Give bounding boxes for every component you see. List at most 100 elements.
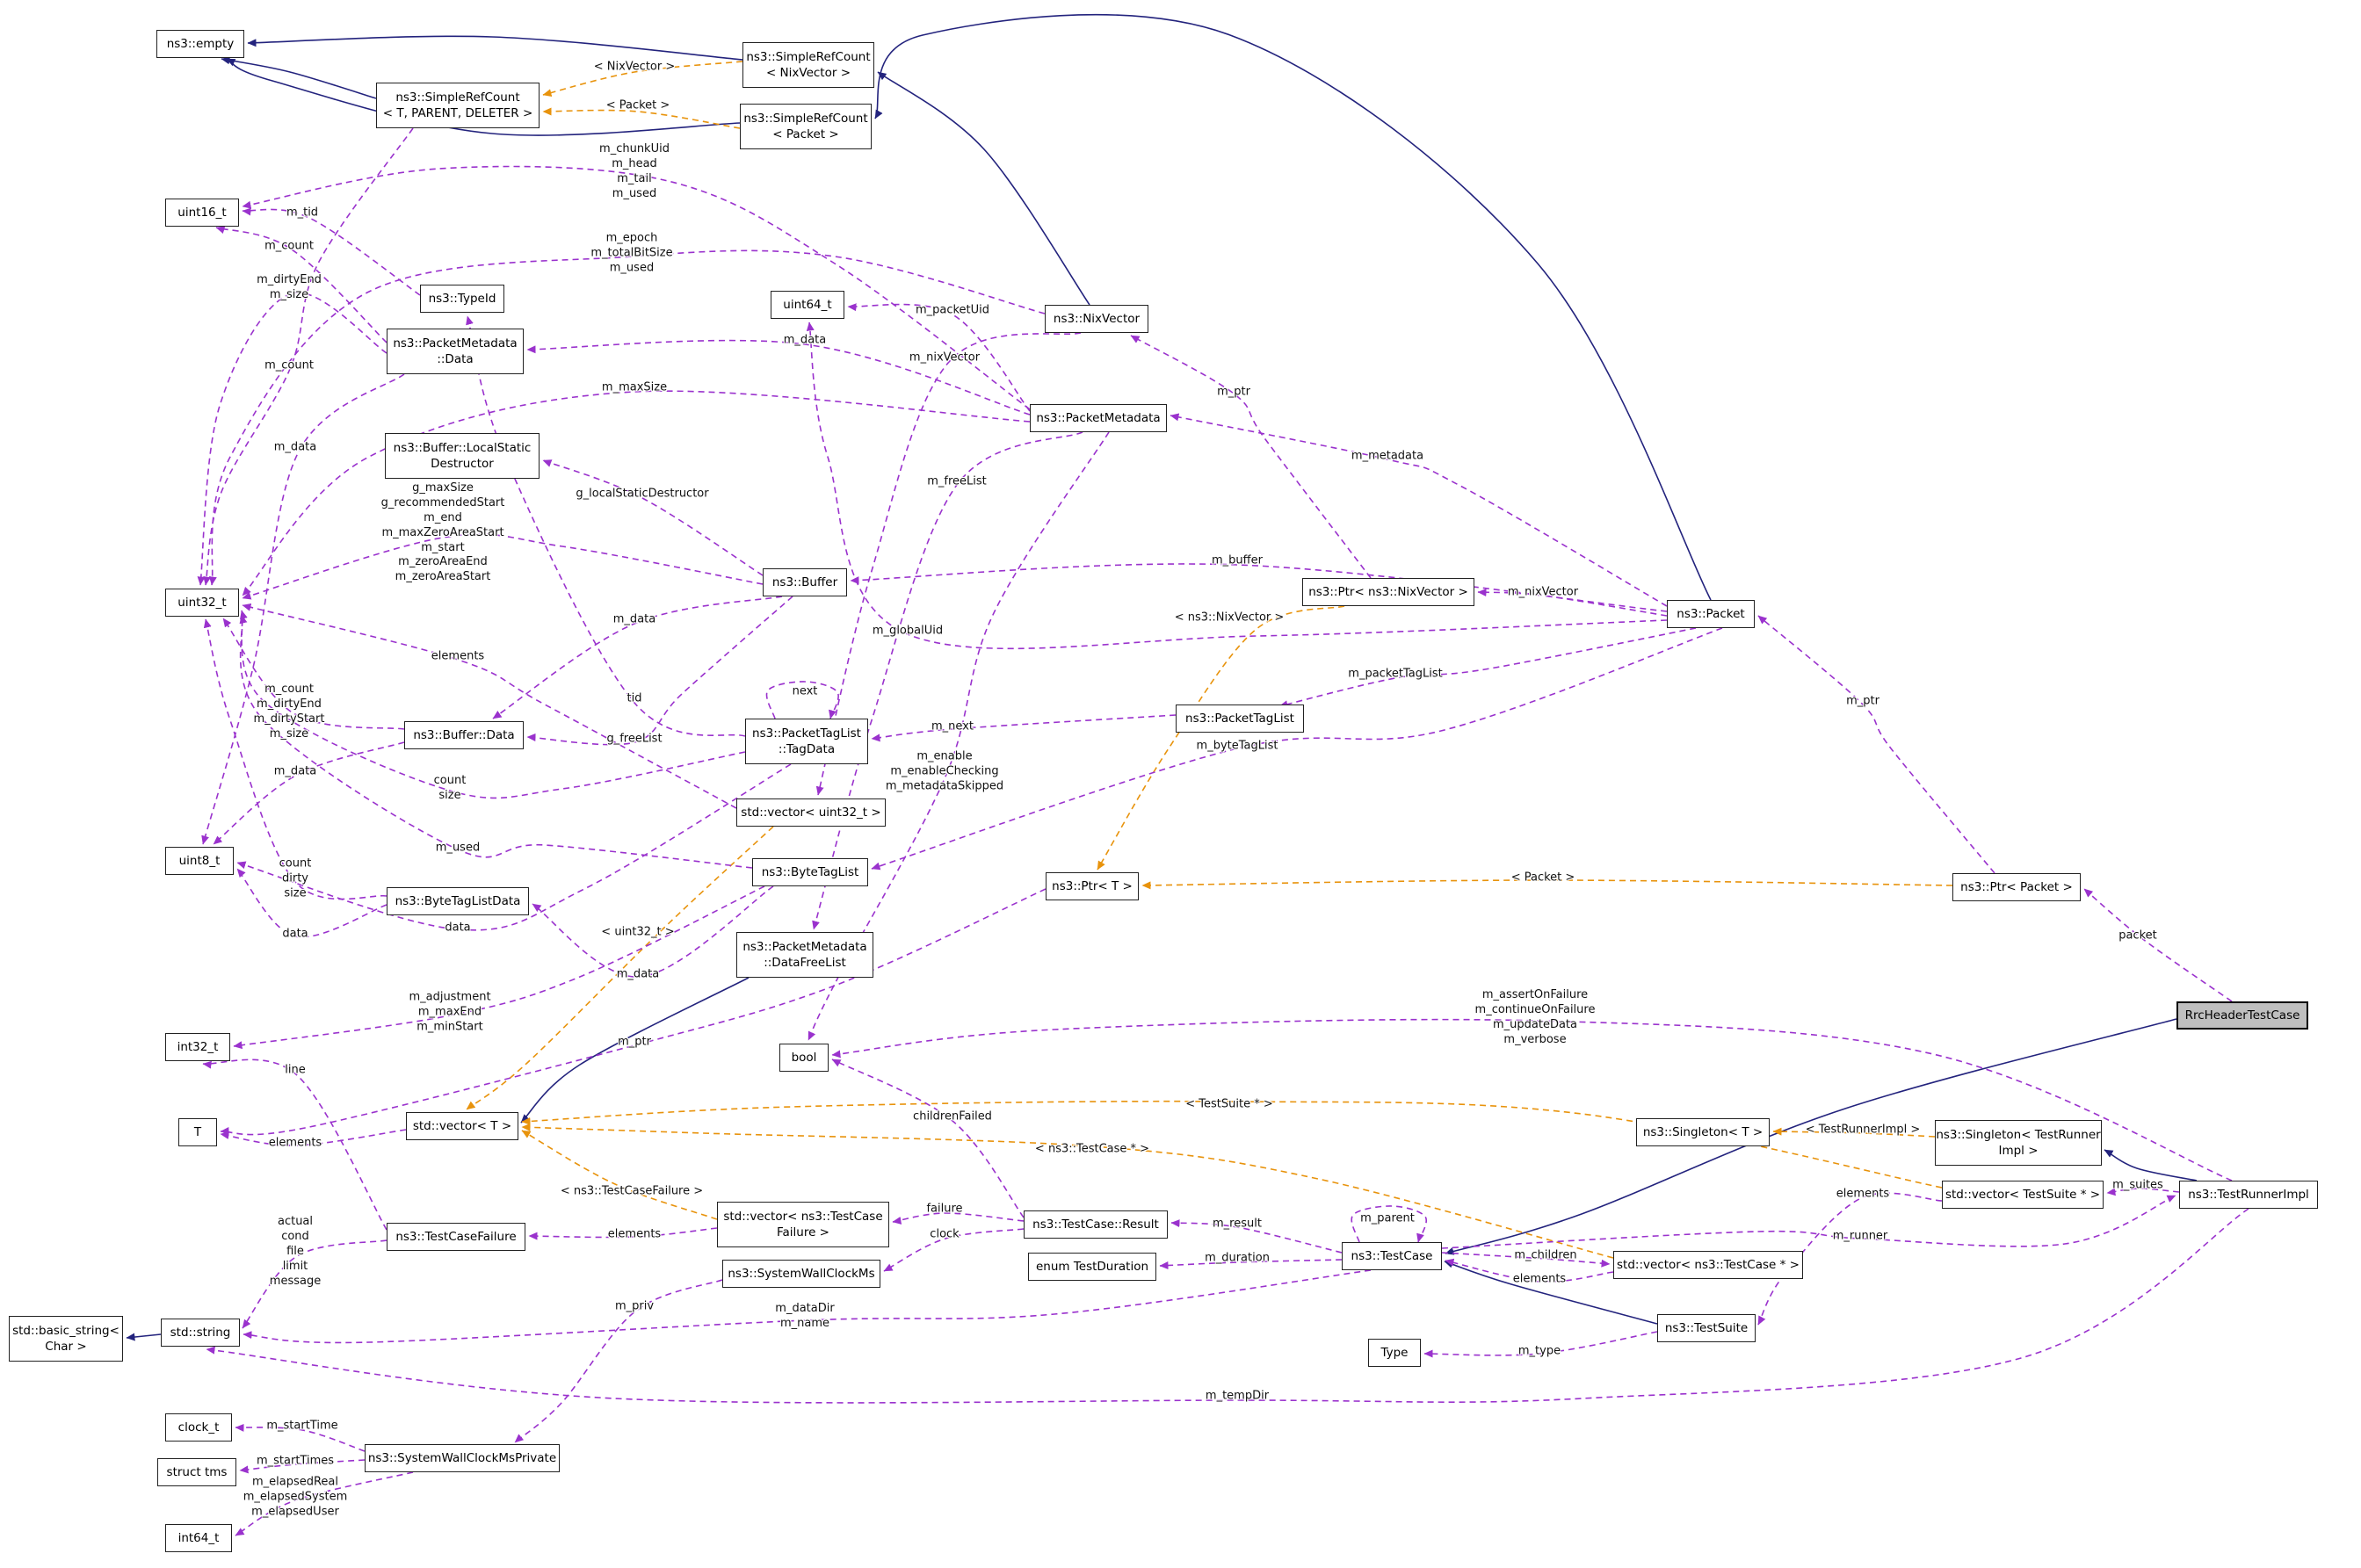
use-edge-ptl-to-tagdata [871,714,1177,742]
class-node-dur[interactable]: enum TestDuration [1028,1253,1156,1281]
class-node-lsd[interactable]: ns3::Buffer::LocalStatic Destructor [385,433,540,479]
class-node-str[interactable]: std::string [161,1319,240,1347]
class-node-vecT[interactable]: std::vector< T > [406,1112,518,1140]
inherit-edge-nixvec-to-srcNix [877,71,1090,306]
class-node-bool[interactable]: bool [779,1044,829,1072]
use-edge-swcmp-to-int64 [235,1471,414,1536]
class-node-singT[interactable]: ns3::Singleton< T > [1636,1118,1770,1146]
use-edge-btld-to-uint8 [236,868,387,938]
class-node-ptrPkt[interactable]: ns3::Ptr< Packet > [1952,873,2081,901]
use-edge-tc-to-dur [1159,1259,1343,1270]
class-node-swcm[interactable]: ns3::SystemWallClockMs [722,1260,880,1288]
class-node-srcPkt[interactable]: ns3::SimpleRefCount < Packet > [740,104,872,149]
use-edge-pmeta-to-uint16 [242,165,1031,410]
use-edge-typeid-to-uint16 [242,207,421,296]
use-edge-tcf-to-int32 [202,1059,387,1231]
use-edge-result-to-vecTCF [892,1212,1025,1225]
class-node-srcNix[interactable]: ns3::SimpleRefCount < NixVector > [742,42,874,88]
use-edge-pmdata-to-uint32 [197,292,387,586]
use-edge-ptrnix-to-nixvec [1130,335,1372,579]
template-edge-vecu32-to-vecT [466,826,774,1110]
use-edge-rrc-to-ptrPkt [2083,888,2233,1002]
class-node-uint8[interactable]: uint8_t [165,847,234,875]
template-edge-vecTC-to-vecT [521,1123,1614,1259]
class-node-clockt[interactable]: clock_t [165,1413,232,1442]
class-node-bufdata[interactable]: ns3::Buffer::Data [404,721,524,749]
class-node-T[interactable]: T [178,1118,217,1146]
use-edge-nixvec-to-vecu32 [815,332,1082,796]
use-edge-tagdata-to-tagdata [765,681,839,719]
use-edge-bufdata-to-uint8 [213,741,405,845]
use-edge-swcm-to-swcmp [514,1279,723,1443]
class-node-tcf[interactable]: ns3::TestCaseFailure [387,1223,525,1251]
use-edge-tc-to-result [1170,1219,1343,1254]
class-node-btl[interactable]: ns3::ByteTagList [752,858,868,886]
template-edge-ptrnix-to-ptrT [1097,605,1345,871]
class-node-vecTCF[interactable]: std::vector< ns3::TestCase Failure > [717,1202,889,1247]
use-edge-ptrPkt-to-packet [1757,615,1995,874]
template-edge-singTRI-to-singT [1772,1127,1936,1138]
template-edge-srcPkt-to-srcTPD [542,107,741,129]
use-edge-tc-to-tri [1441,1195,2176,1249]
use-edge-tc-to-vecTC [1441,1252,1611,1268]
class-node-typeid[interactable]: ns3::TypeId [420,285,504,313]
use-edge-packet-to-pmeta [1170,413,1668,607]
class-node-pmdata[interactable]: ns3::PacketMetadata ::Data [387,329,524,374]
use-edge-vecT-to-T [220,1129,407,1146]
class-node-tms[interactable]: struct tms [157,1458,236,1486]
inherit-edge-ts-to-tc [1444,1260,1658,1325]
class-node-pmeta[interactable]: ns3::PacketMetadata [1030,404,1167,432]
use-edge-buffer-to-bufdata [492,596,783,719]
class-node-swcmp[interactable]: ns3::SystemWallClockMsPrivate [365,1444,560,1472]
inherit-edge-dfl-to-vecT [520,977,750,1124]
class-node-empty[interactable]: ns3::empty [156,30,244,58]
class-node-singTRI[interactable]: ns3::Singleton< TestRunner Impl > [1935,1120,2102,1166]
use-edge-pmeta-to-pmdata [526,339,1031,415]
use-edge-tagdata-to-uint32 [239,610,746,799]
class-node-ptrT[interactable]: ns3::Ptr< T > [1046,872,1139,900]
class-node-btld[interactable]: ns3::ByteTagListData [387,887,529,915]
class-node-int64[interactable]: int64_t [165,1524,232,1552]
use-edge-result-to-swcm [883,1228,1025,1272]
use-edge-packet-to-buffer [850,563,1668,612]
class-node-tri[interactable]: ns3::TestRunnerImpl [2179,1181,2318,1209]
class-node-tc[interactable]: ns3::TestCase [1342,1242,1442,1270]
class-node-ptrnix[interactable]: ns3::Ptr< ns3::NixVector > [1302,578,1474,606]
use-edge-ts-to-type [1423,1331,1658,1358]
use-edge-pmeta-to-uint64 [847,303,1031,412]
class-node-type[interactable]: Type [1368,1339,1421,1367]
use-edge-buffer-to-bufdata [526,596,793,746]
class-node-uint32[interactable]: uint32_t [165,589,239,617]
class-node-vecTS[interactable]: std::vector< TestSuite * > [1942,1181,2104,1209]
use-edge-tri-to-bool [831,1018,2233,1181]
use-edge-pmdata-to-uint8 [201,373,405,845]
use-edge-tc-to-str [243,1269,1372,1344]
class-node-packet[interactable]: ns3::Packet [1667,600,1755,628]
use-edge-pmeta-to-dfl [812,431,1083,930]
use-edge-tri-to-str [206,1208,2249,1404]
use-edge-result-to-bool [831,1059,1025,1218]
class-node-tagdata[interactable]: ns3::PacketTagList ::TagData [745,719,868,764]
class-node-buffer[interactable]: ns3::Buffer [763,568,847,596]
class-node-result[interactable]: ns3::TestCase::Result [1024,1210,1168,1239]
class-node-int32[interactable]: int32_t [165,1033,230,1061]
use-edge-vecTCF-to-tcf [528,1227,718,1240]
class-node-nixvec[interactable]: ns3::NixVector [1045,305,1148,333]
class-node-vecTC[interactable]: std::vector< ns3::TestCase * > [1613,1251,1803,1279]
class-node-uint64[interactable]: uint64_t [771,291,844,319]
class-node-ptl[interactable]: ns3::PacketTagList [1176,705,1304,733]
class-node-srcTPD[interactable]: ns3::SimpleRefCount < T, PARENT, DELETER… [376,83,540,128]
class-node-bstr[interactable]: std::basic_string< Char > [9,1316,123,1362]
class-node-rrc: RrcHeaderTestCase [2176,1001,2308,1030]
use-edge-tcf-to-str [242,1239,387,1329]
use-edge-packet-to-uint64 [806,322,1668,650]
class-node-vecu32[interactable]: std::vector< uint32_t > [736,798,886,827]
inherit-edge-srcNix-to-empty [247,35,743,61]
class-node-ts[interactable]: ns3::TestSuite [1657,1314,1756,1342]
use-edge-pmeta-to-uint32 [242,390,1031,596]
use-edge-buffer-to-lsd [542,459,764,576]
class-node-uint16[interactable]: uint16_t [165,199,239,227]
class-node-dfl[interactable]: ns3::PacketMetadata ::DataFreeList [736,932,873,978]
use-edge-btl-to-uint32 [239,614,753,869]
